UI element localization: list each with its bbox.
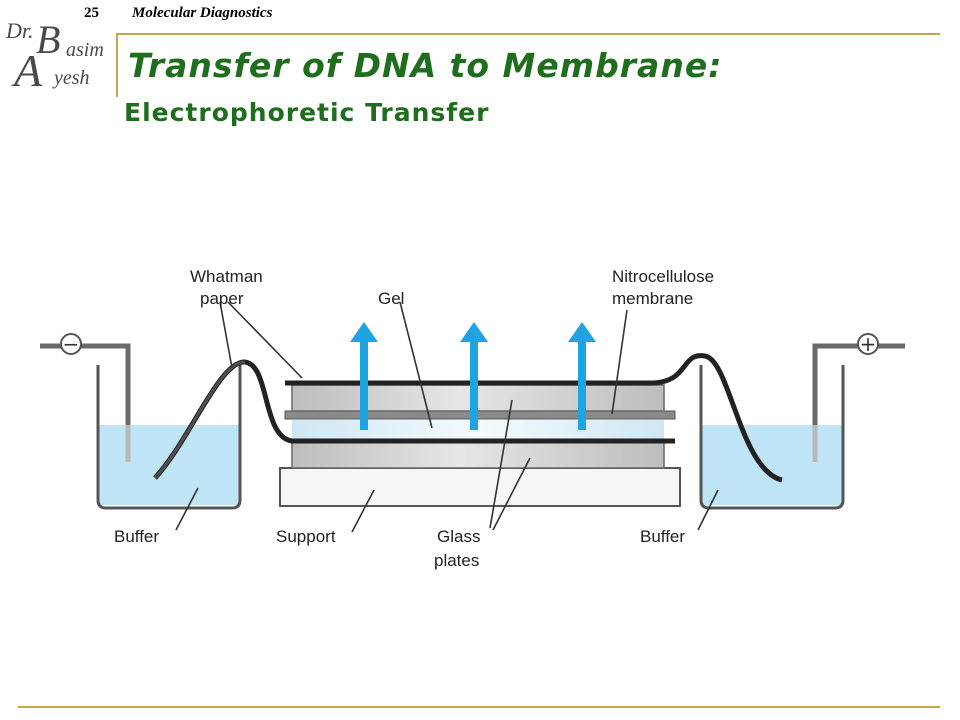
right-tank-wall (699, 365, 845, 510)
label-buffer-left: Buffer (114, 527, 159, 546)
label-support: Support (276, 527, 336, 546)
label-buffer-right: Buffer (640, 527, 685, 546)
label-nitrocellulose: Nitrocellulose (612, 267, 714, 286)
top-divider (116, 33, 940, 35)
up-arrow-icon (460, 322, 488, 430)
right-buffer-tank (699, 365, 845, 510)
slide-title: Transfer of DNA to Membrane: (128, 46, 723, 85)
slide-number: 25 (84, 5, 99, 21)
label-glass: Glass (437, 527, 480, 546)
course-title: Molecular Diagnostics (132, 5, 273, 21)
logo-initial-b: B (36, 17, 61, 62)
nitrocellulose-membrane (284, 410, 676, 420)
transfer-arrows (350, 322, 596, 430)
left-divider (116, 33, 118, 97)
positive-sign: + (860, 332, 877, 356)
label-whatman: Whatman (190, 267, 263, 286)
logo-prefix: Dr. (6, 18, 34, 43)
negative-terminal-icon (60, 333, 82, 355)
logo-rest-2: yesh (54, 67, 90, 89)
whatman-paper-upper (285, 353, 783, 483)
whatman-paper-lower-shade (153, 360, 246, 480)
left-buffer-liquid (98, 425, 240, 505)
up-arrow-icon (568, 322, 596, 430)
lower-glass-plate (291, 439, 665, 469)
label-glass-plates: plates (434, 551, 479, 570)
author-logo: Dr. B asim A yesh (4, 14, 114, 102)
left-buffer-tank (96, 365, 242, 510)
bottom-divider (18, 706, 940, 708)
negative-sign: − (63, 332, 80, 356)
logo-initial-a: A (14, 45, 43, 96)
left-tank-wall (96, 365, 242, 510)
label-whatman-paper: paper (200, 289, 244, 308)
negative-electrode: − (40, 332, 131, 462)
slide-subtitle: Electrophoretic Transfer (124, 98, 490, 127)
support-block (279, 467, 681, 507)
label-gel: Gel (378, 289, 404, 308)
leader-lines (175, 301, 719, 533)
whatman-paper-lower (153, 359, 675, 480)
label-membrane: membrane (612, 289, 693, 308)
right-buffer-liquid (701, 425, 843, 505)
up-arrow-icon (350, 322, 378, 430)
positive-electrode: + (812, 332, 905, 462)
positive-terminal-icon (857, 333, 879, 355)
logo-rest-1: asim (66, 39, 104, 61)
